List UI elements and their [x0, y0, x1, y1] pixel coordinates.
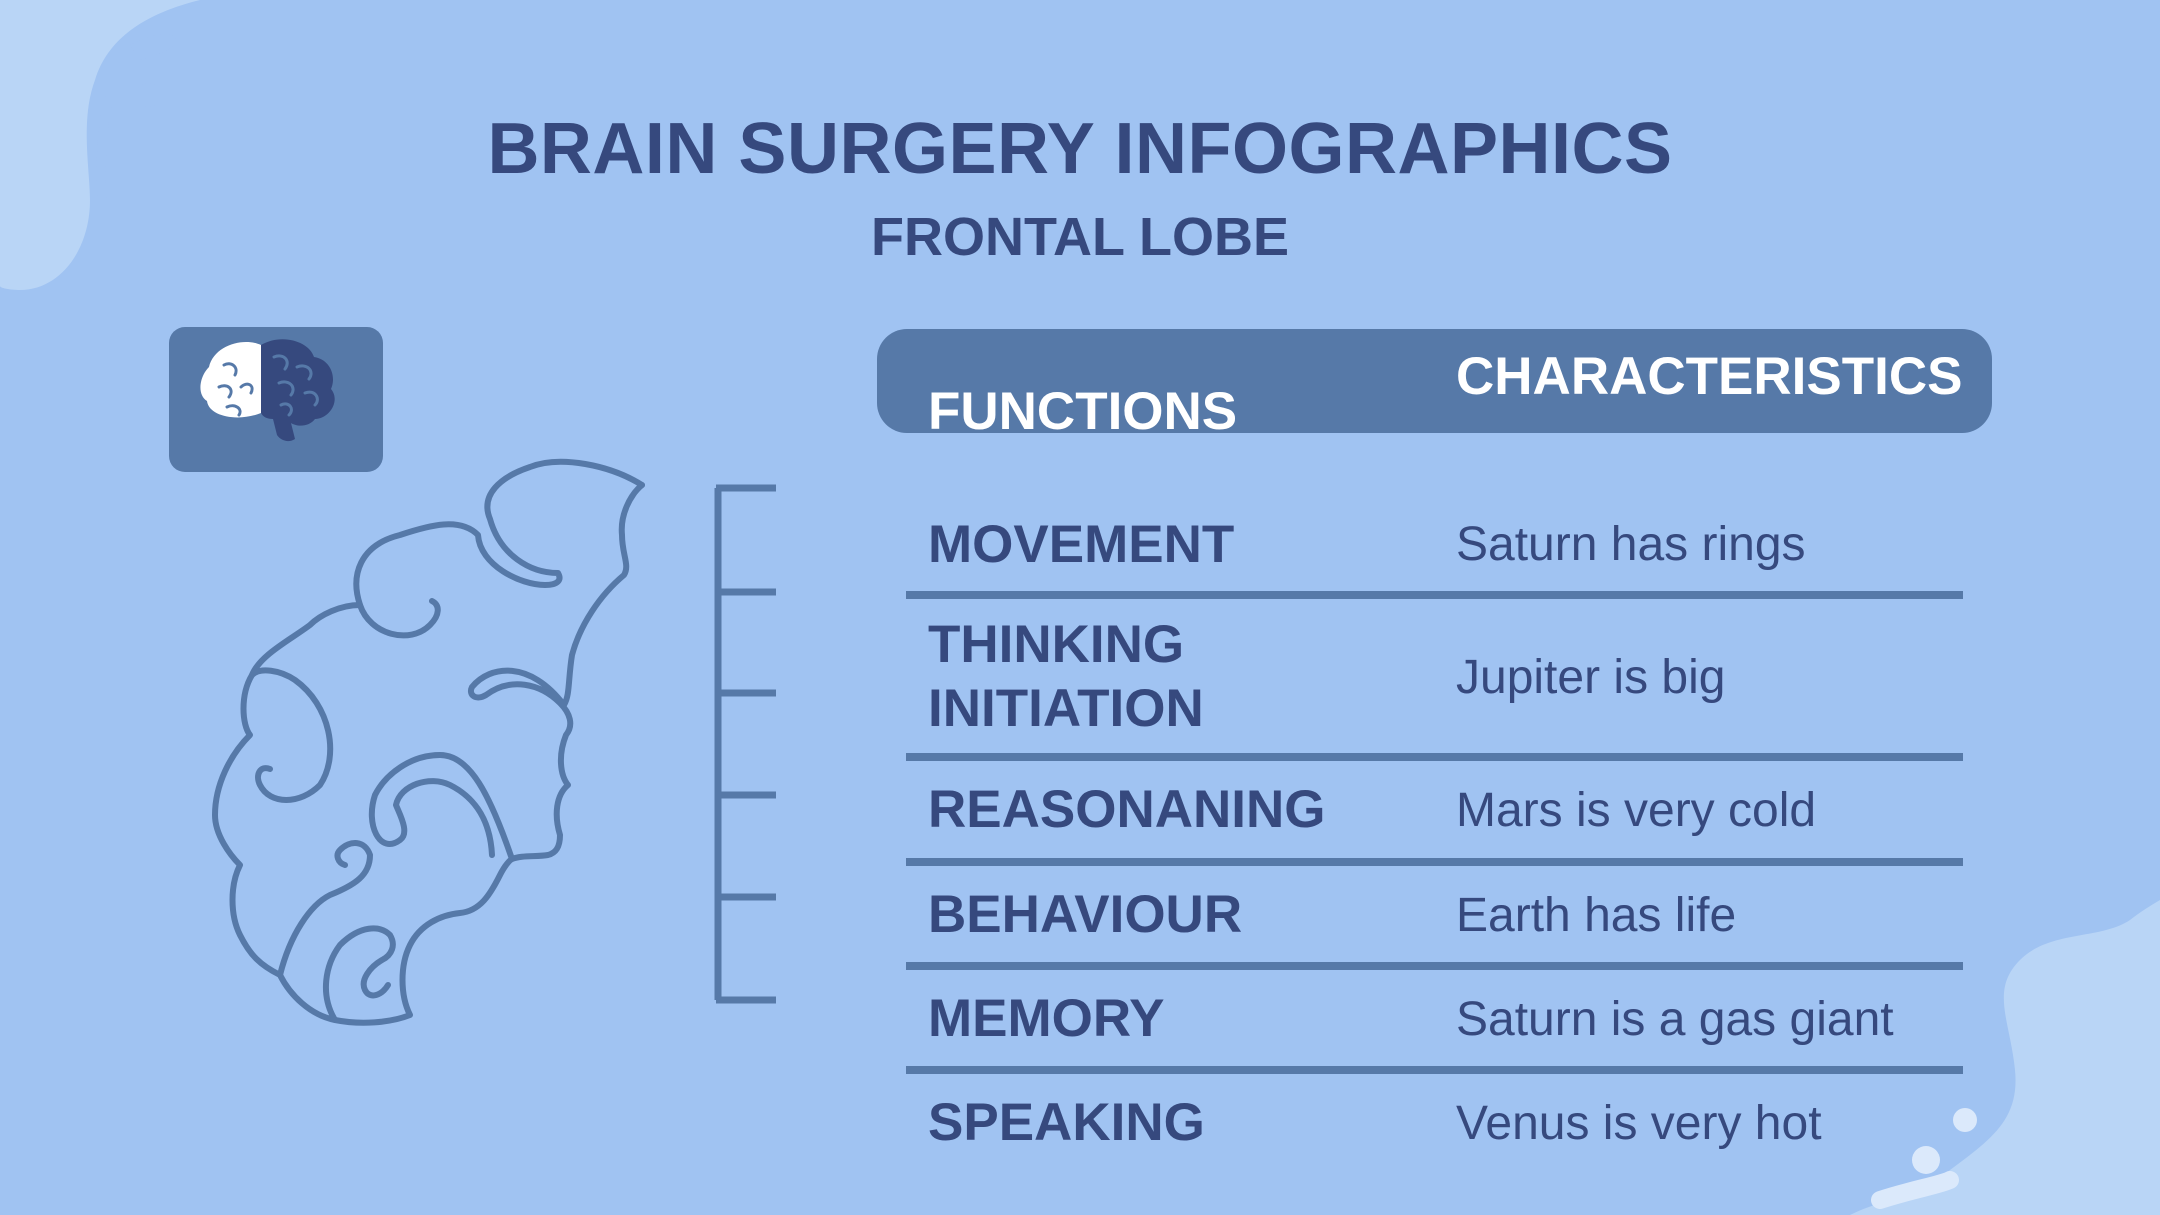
row-divider [906, 962, 1963, 970]
column-header-functions: FUNCTIONS [928, 382, 1238, 441]
row-function-reasoning: REASONANING [928, 780, 1326, 839]
row-function-thinking-initiation: THINKING INITIATION [928, 615, 1204, 738]
row-characteristic-speaking: Venus is very hot [1456, 1097, 1822, 1150]
page-title: BRAIN SURGERY INFOGRAPHICS [487, 109, 1673, 189]
table-header [877, 329, 1992, 433]
row-characteristic-reasoning: Mars is very cold [1456, 784, 1817, 837]
top-left-blob [0, 0, 200, 290]
row-divider [906, 753, 1963, 761]
bracket-decoration [714, 484, 776, 1004]
row-characteristic-behaviour: Earth has life [1456, 889, 1737, 942]
row-divider [906, 591, 1963, 599]
brain-icon [200, 339, 335, 442]
brain-icon-box [169, 327, 383, 472]
row-divider [906, 858, 1963, 866]
row-function-memory: MEMORY [928, 989, 1165, 1048]
row-characteristic-memory: Saturn is a gas giant [1456, 993, 1894, 1046]
bottom-right-blob [1850, 900, 2160, 1215]
row-function-speaking: SPEAKING [928, 1093, 1205, 1152]
row-function-movement: MOVEMENT [928, 515, 1235, 574]
row-characteristic-thinking-initiation: Jupiter is big [1456, 651, 1726, 704]
column-header-characteristics: CHARACTERISTICS [1456, 347, 1963, 406]
brain-outline-illustration [212, 458, 645, 1026]
page-subtitle: FRONTAL LOBE [871, 207, 1289, 267]
row-divider [906, 1066, 1963, 1074]
row-characteristic-movement: Saturn has rings [1456, 518, 1806, 571]
row-function-behaviour: BEHAVIOUR [928, 885, 1243, 944]
